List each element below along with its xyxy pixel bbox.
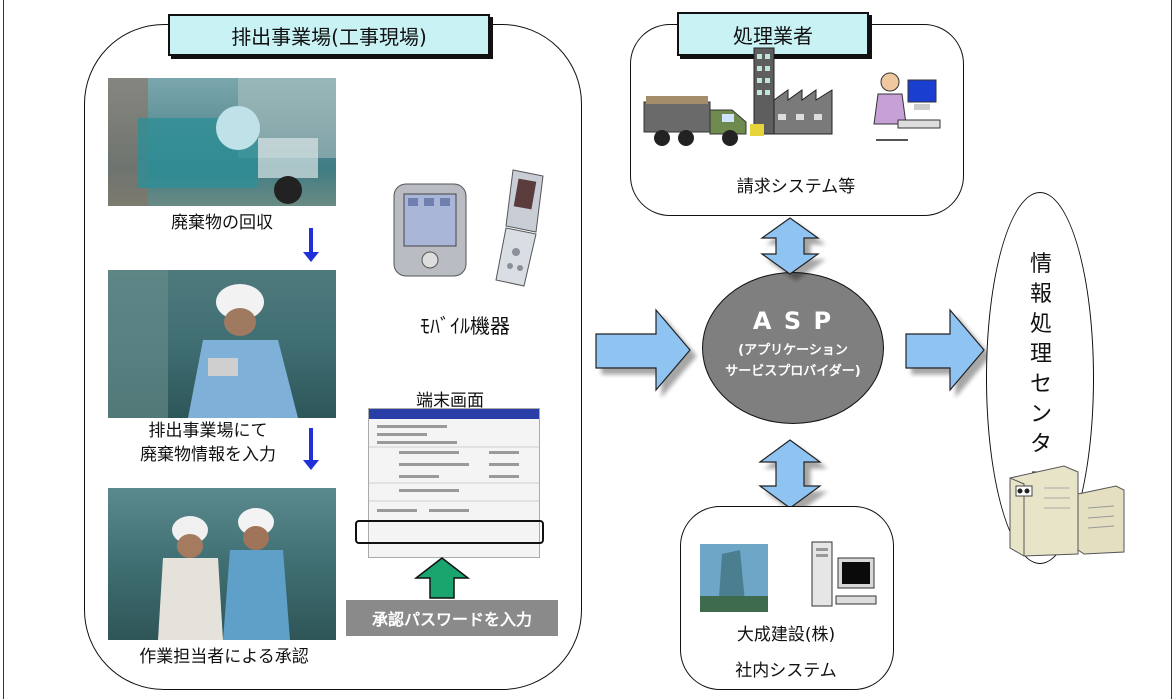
company-name: 大成建設(株) [736, 625, 836, 645]
server-icon [1004, 458, 1128, 562]
screen-label: 端末画面 [416, 391, 484, 411]
mobile-device-label: ﾓﾊﾞｲﾙ機器 [420, 314, 510, 338]
asp-node: A S P (アプリケーション サービスプロバイダー) [702, 272, 884, 424]
photo-waste-collection [108, 78, 336, 206]
center-char: 報 [1029, 282, 1052, 307]
factory-icon [748, 44, 836, 144]
cell-phone-icon [488, 162, 558, 296]
desktop-pc-icon [808, 540, 884, 616]
password-field-highlight [355, 520, 544, 544]
arrow-asp-company [758, 439, 822, 509]
center-char: 処 [1029, 312, 1052, 337]
photo-data-entry [108, 270, 336, 418]
page-frame-right [1171, 0, 1172, 699]
photo-approval [108, 488, 336, 640]
arrow-processor-asp [760, 217, 820, 275]
processor-subtitle: 請求システム等 [736, 177, 856, 197]
asp-subtitle-line1: (アプリケーション [738, 343, 848, 358]
step2-arrow [303, 428, 319, 470]
asp-title: A S P [752, 307, 834, 335]
step1-arrow [303, 228, 319, 262]
site-title: 排出事業場(工事現場) [168, 14, 490, 56]
password-entry-button[interactable]: 承認パスワードを入力 [346, 600, 558, 636]
step1-caption: 廃棄物の回収 [171, 213, 273, 233]
center-char: ン [1029, 402, 1052, 427]
company-subtitle: 社内システム [735, 661, 837, 681]
processor-title: 処理業者 [677, 12, 869, 56]
office-building-icon [700, 544, 768, 616]
asp-subtitle-line2: サービスプロバイダー) [725, 364, 861, 379]
step3-caption: 作業担当者による承認 [139, 647, 309, 667]
dump-truck-icon [642, 88, 750, 152]
terminal-screen [368, 408, 540, 558]
arrow-asp-to-center [905, 308, 985, 392]
password-up-arrow [413, 556, 471, 604]
arrow-site-to-asp [595, 308, 691, 392]
operator-pc-icon [868, 70, 942, 146]
center-char: セ [1029, 372, 1052, 397]
mobile-pda-icon [390, 180, 470, 284]
step2-caption-line1: 排出事業場にて [148, 421, 268, 441]
center-char: タ [1029, 432, 1052, 457]
center-char: 情 [1029, 252, 1052, 277]
page-frame-left [3, 0, 4, 699]
step2-caption-line2: 廃棄物情報を入力 [140, 445, 276, 465]
center-char: 理 [1029, 342, 1052, 367]
